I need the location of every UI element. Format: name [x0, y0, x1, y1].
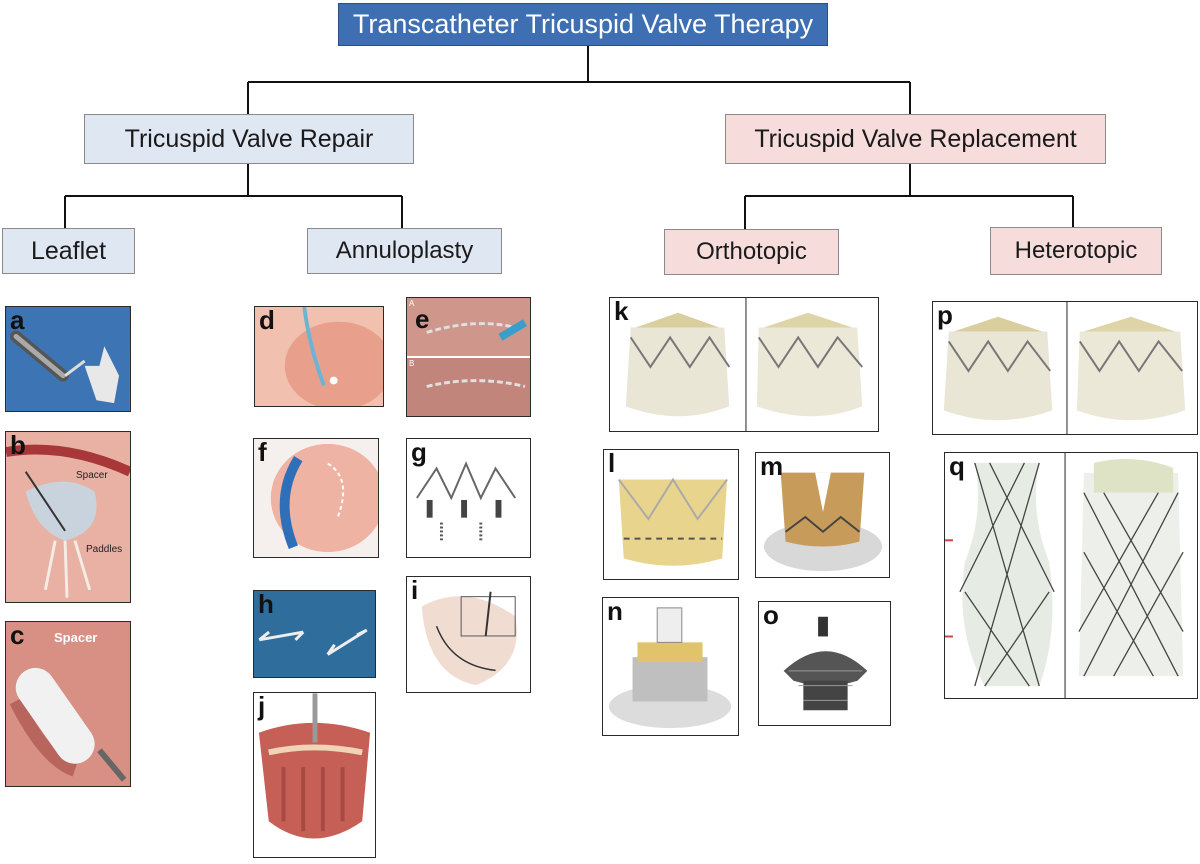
panel-label-h: h: [258, 590, 274, 619]
panel-l: l: [603, 449, 739, 580]
panel-label-m: m: [760, 452, 784, 481]
panel-label-n: n: [607, 597, 623, 626]
panel-label-g: g: [411, 438, 427, 467]
panel-label-i: i: [411, 576, 419, 605]
panel-p: p: [932, 301, 1198, 435]
paddles-annotation-b: Paddles: [86, 544, 123, 555]
annuloplasty-image-d: [255, 307, 383, 406]
orthotopic-valve-image-o: [783, 616, 868, 711]
annuloplasty-image-j: [258, 693, 371, 839]
panel-n: n: [602, 597, 739, 736]
panel-k: k: [609, 297, 879, 432]
panel-d: d: [254, 306, 384, 407]
spacer-device-image: [6, 432, 130, 602]
orthotopic-valve-image-l: [618, 477, 728, 566]
panel-label-k: k: [614, 297, 629, 326]
panel-label-q: q: [949, 452, 965, 481]
panel-label-l: l: [608, 449, 616, 478]
leaflet-node: Leaflet: [2, 228, 135, 274]
panel-label-o: o: [763, 601, 779, 630]
panel-label-c: c: [10, 621, 25, 650]
panel-h: h: [253, 590, 376, 678]
panel-a: a: [5, 306, 131, 412]
panel-f: f: [253, 438, 379, 558]
spacer-annotation-b: Spacer: [76, 470, 108, 481]
panel-i: i: [406, 576, 531, 693]
heterotopic-valve-image-p: [943, 302, 1186, 434]
panel-label-a: a: [10, 306, 25, 335]
annuloplasty-image-i: [421, 591, 517, 686]
panel-c: Spacer c: [5, 621, 131, 787]
panel-label-d: d: [259, 306, 275, 335]
annuloplasty-image-g: [416, 461, 517, 543]
panel-label-f: f: [258, 438, 267, 467]
annuloplasty-image-h: [254, 591, 375, 677]
spacer-annotation-c: Spacer: [54, 630, 98, 645]
orthotopic-valve-image-m: [763, 472, 883, 572]
heterotopic-valve-image-q: [945, 453, 1184, 698]
panel-e: A B e: [406, 297, 531, 417]
panel-q: q: [944, 452, 1198, 699]
panel-o: o: [758, 601, 891, 726]
heterotopic-node: Heterotopic: [990, 227, 1162, 275]
panel-b: Spacer Paddles b: [5, 431, 131, 603]
spacer-image-c: [6, 622, 130, 786]
panel-m: m: [755, 452, 890, 578]
panel-j: j: [253, 692, 376, 858]
orthotopic-valve-image-n: [608, 607, 732, 729]
panel-label-p: p: [937, 301, 953, 330]
clip-device-image: [6, 307, 130, 411]
diagram-title: Transcatheter Tricuspid Valve Therapy: [338, 3, 828, 46]
annuloplasty-node: Annuloplasty: [307, 228, 502, 274]
subpanel-label-e-bottom: B: [409, 359, 415, 368]
repair-node: Tricuspid Valve Repair: [84, 114, 414, 164]
replacement-node: Tricuspid Valve Replacement: [725, 114, 1106, 164]
panel-label-j: j: [258, 692, 266, 721]
panel-label-b: b: [10, 431, 26, 460]
panel-label-e: e: [415, 304, 430, 334]
orthotopic-valve-image-k: [625, 298, 863, 431]
subpanel-label-e-top: A: [409, 299, 415, 308]
orthotopic-node: Orthotopic: [664, 229, 839, 275]
annuloplasty-image-f: [270, 443, 378, 553]
panel-g: g: [406, 438, 531, 558]
annuloplasty-image-e: [407, 298, 530, 416]
